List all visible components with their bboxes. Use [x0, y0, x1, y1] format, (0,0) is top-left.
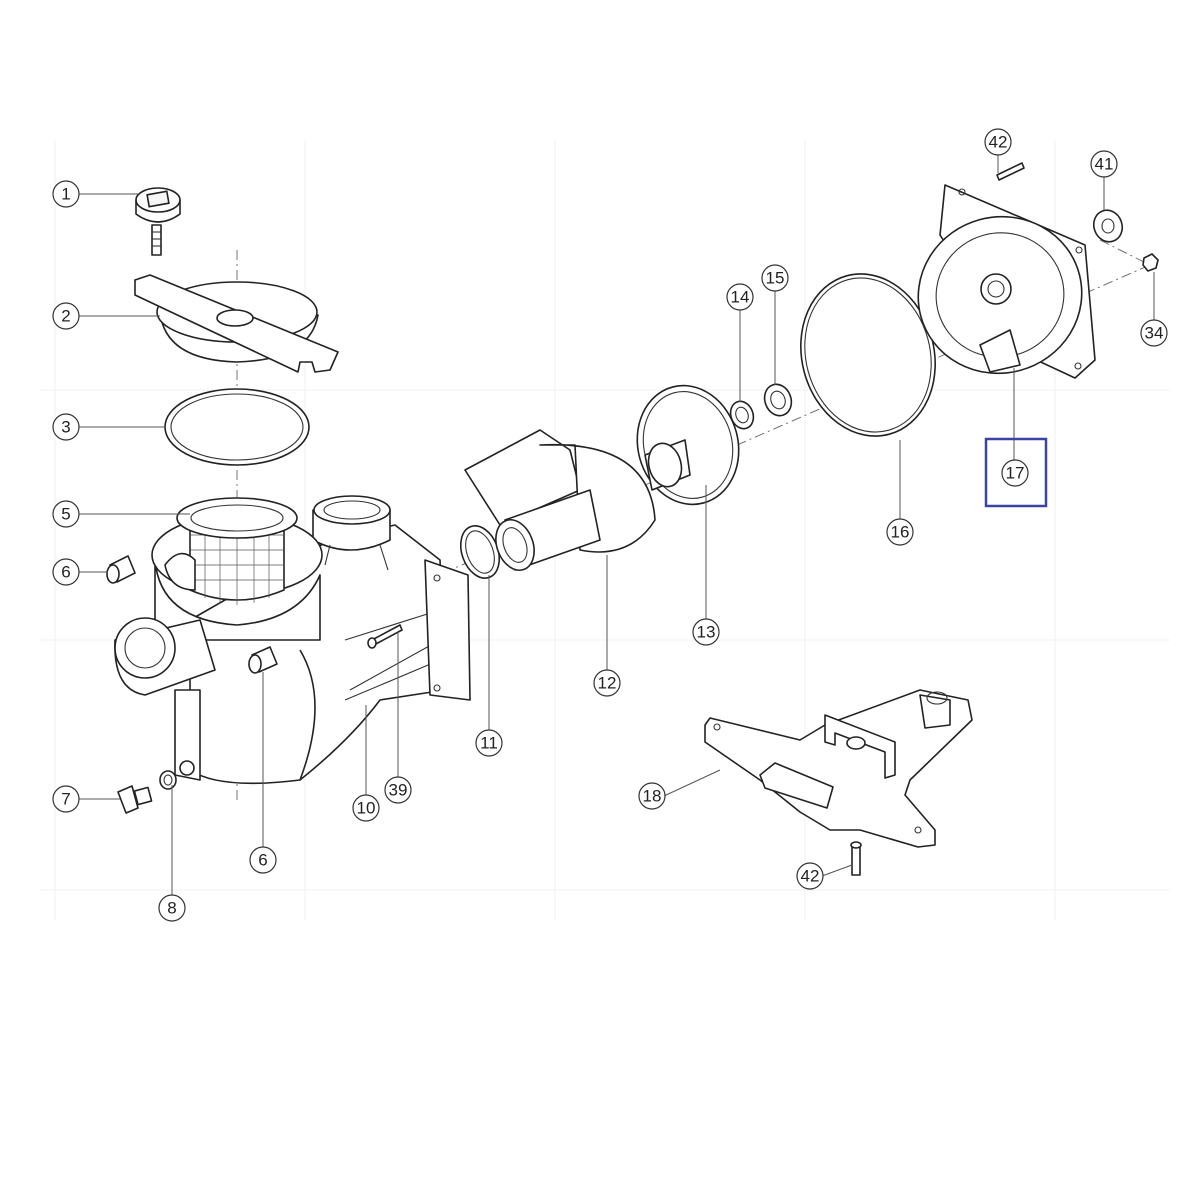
- callout-6-bottom: 6: [249, 846, 277, 874]
- callout-14: 14: [726, 283, 754, 311]
- callout-label: 8: [167, 899, 176, 918]
- callout-label: 10: [357, 799, 376, 818]
- part-42-bolt-top: [996, 162, 1025, 181]
- part-18-motor-base: [704, 689, 973, 848]
- callout-42-top: 42: [984, 128, 1012, 156]
- callout-15: 15: [761, 264, 789, 292]
- callout-label: 5: [61, 505, 70, 524]
- part-17-seal-plate: [917, 184, 1096, 379]
- callout-label: 39: [389, 781, 408, 800]
- part-42-bolt-bottom: [850, 841, 862, 876]
- part-5-basket: [164, 497, 298, 605]
- highlight-box-17: [984, 437, 1048, 508]
- callout-label: 18: [643, 787, 662, 806]
- part-34-nut: [1142, 253, 1159, 272]
- callout-label: 1: [61, 185, 70, 204]
- part-7-drain-screw: [117, 785, 153, 814]
- callout-7: 7: [52, 785, 80, 813]
- callout-18: 18: [638, 782, 666, 810]
- callout-label: 42: [801, 867, 820, 886]
- callout-3: 3: [52, 413, 80, 441]
- callout-13: 13: [692, 618, 720, 646]
- part-41-washer: [1092, 209, 1124, 243]
- part-1-knob: [135, 187, 181, 256]
- callout-2: 2: [52, 302, 80, 330]
- leader-lines: [79, 155, 1155, 895]
- callout-42-bottom: 42: [796, 862, 824, 890]
- part-12-diffuser: [464, 429, 656, 571]
- callout-label: 16: [891, 523, 910, 542]
- callout-label: 11: [480, 734, 498, 753]
- callout-16: 16: [886, 518, 914, 546]
- part-3-o-ring: [164, 388, 310, 466]
- callout-17: 17: [1001, 459, 1029, 487]
- callout-5: 5: [52, 500, 80, 528]
- callout-label: 14: [731, 288, 750, 307]
- callout-label: 41: [1095, 155, 1114, 174]
- callout-label: 42: [989, 133, 1008, 152]
- callout-6-left: 6: [52, 558, 80, 586]
- callout-8: 8: [158, 894, 186, 922]
- callout-label: 12: [598, 674, 617, 693]
- callout-label: 6: [61, 563, 70, 582]
- part-6-drain-plug-left: [106, 555, 136, 584]
- callout-41: 41: [1090, 150, 1118, 178]
- part-6-drain-plug-right: [248, 646, 278, 674]
- callout-1: 1: [52, 180, 80, 208]
- part-8-washer: [159, 770, 177, 790]
- callout-label: 3: [61, 418, 70, 437]
- callout-11: 11: [475, 729, 503, 757]
- callout-label: 6: [258, 851, 267, 870]
- callout-34: 34: [1140, 319, 1168, 347]
- callout-label: 17: [1006, 464, 1025, 483]
- callout-label: 34: [1145, 324, 1164, 343]
- part-2-lid: [134, 274, 339, 373]
- part-39-screw: [367, 624, 403, 649]
- callout-39: 39: [384, 776, 412, 804]
- callout-label: 15: [766, 269, 785, 288]
- part-10-pump-housing: [114, 495, 471, 785]
- part-15-seal-seat: [763, 383, 793, 417]
- callout-label: 2: [61, 307, 70, 326]
- part-13-impeller: [636, 384, 740, 506]
- callout-10: 10: [352, 794, 380, 822]
- callout-label: 7: [61, 790, 70, 809]
- callout-label: 13: [697, 623, 716, 642]
- callout-12: 12: [593, 669, 621, 697]
- part-14-mechanical-seal: [729, 400, 755, 430]
